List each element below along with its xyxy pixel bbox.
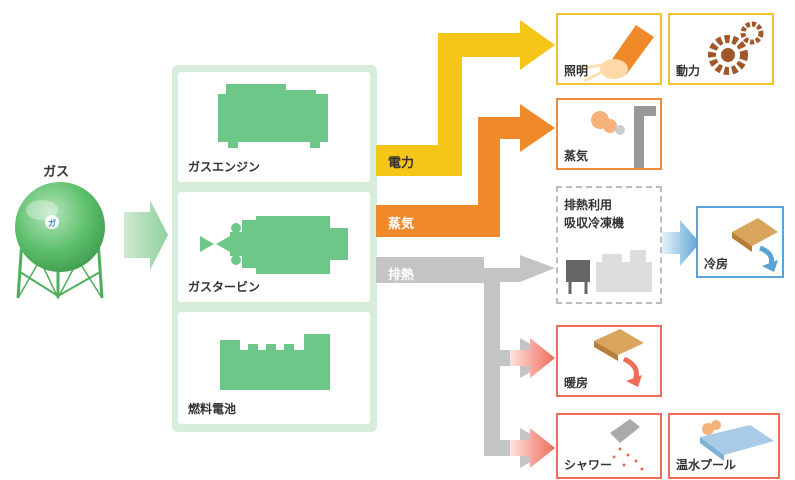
shower-arrow <box>510 428 555 468</box>
gas-turbine-icon <box>200 216 348 274</box>
gas-turbine-box: ガスタービン <box>178 192 370 302</box>
steam-card: 蒸気 <box>556 98 662 170</box>
heating-label: 暖房 <box>564 376 589 390</box>
power-card: 動力 <box>668 13 774 85</box>
cooling-label: 冷房 <box>704 257 729 271</box>
cooling-arrow <box>662 220 700 266</box>
gas-tank-icon: ガ <box>15 182 105 300</box>
gas-engine-box: ガスエンジン <box>178 72 370 182</box>
steam-flow <box>376 104 555 237</box>
gas-engine-icon <box>218 84 328 148</box>
steam-output-label: 蒸気 <box>388 217 415 232</box>
light-bulb-icon <box>577 25 654 83</box>
shower-card: シャワー <box>556 413 662 479</box>
fuel-cell-label: 燃料電池 <box>188 402 237 416</box>
pool-label: 温水プール <box>676 458 737 472</box>
chiller-label-line2: 吸収冷凍機 <box>564 216 625 230</box>
steam-use-label: 蒸気 <box>564 149 589 163</box>
heating-arrow <box>510 338 555 378</box>
source-label: ガス <box>43 165 70 180</box>
exhaust-heat-label: 排熱 <box>388 268 415 283</box>
gas-turbine-label: ガスタービン <box>188 280 261 294</box>
shower-icon <box>610 419 644 471</box>
heating-icon <box>594 329 644 387</box>
pool-card: 温水プール <box>668 413 780 479</box>
cooling-icon <box>732 218 778 272</box>
gears-icon <box>708 21 764 75</box>
shower-label: シャワー <box>564 458 613 472</box>
steam-pipe-icon <box>591 106 656 168</box>
pool-icon <box>700 420 774 461</box>
cooling-card: 冷房 <box>696 206 784 278</box>
gas-engine-label: ガスエンジン <box>188 160 261 174</box>
lighting-card: 照明 <box>556 13 662 85</box>
fuel-cell-icon <box>220 334 330 390</box>
fuel-cell-box: 燃料電池 <box>178 312 370 424</box>
electricity-label: 電力 <box>388 156 415 171</box>
electricity-flow <box>376 20 555 176</box>
absorption-chiller-icon <box>566 250 652 294</box>
power-label: 動力 <box>676 64 701 78</box>
chiller-label-line1: 排熱利用 <box>564 198 613 212</box>
chiller-card: 排熱利用 吸収冷凍機 <box>556 186 662 304</box>
heating-card: 暖房 <box>556 325 662 397</box>
gas-supply-arrow <box>124 200 168 270</box>
svg-text:ガ: ガ <box>48 218 56 228</box>
lighting-label: 照明 <box>564 64 589 78</box>
